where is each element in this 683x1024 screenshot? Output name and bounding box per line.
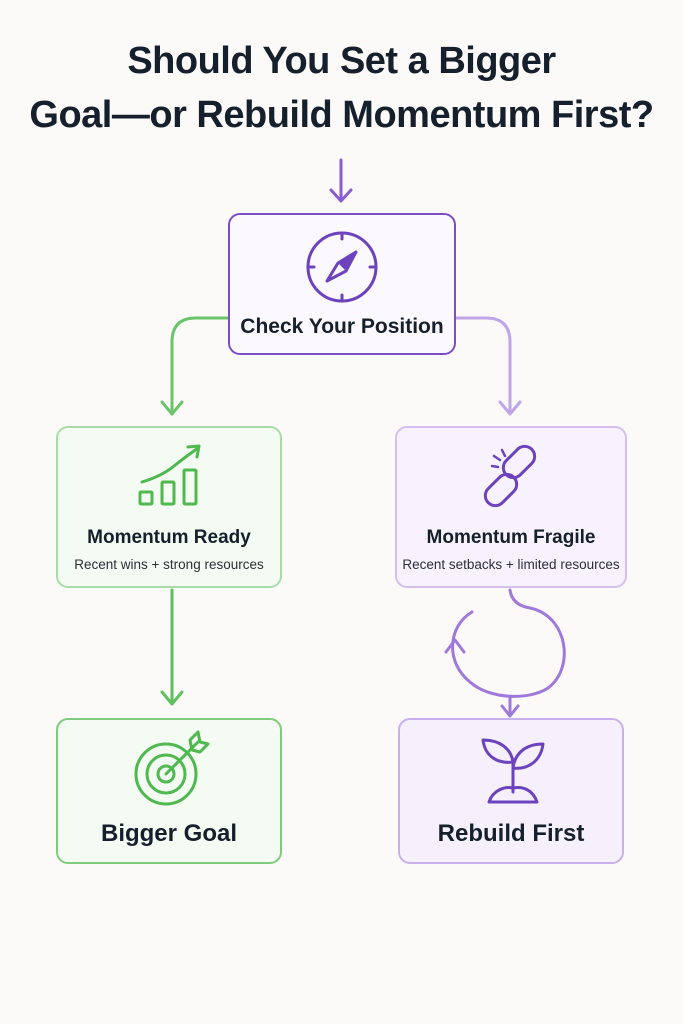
sprout-icon <box>481 738 545 804</box>
loop-arrowhead <box>444 638 466 654</box>
momentum-fragile-node: Momentum Fragile Recent setbacks + limit… <box>395 426 627 588</box>
target-arrow-icon <box>134 730 210 806</box>
arrowhead-to-fragile <box>498 400 522 416</box>
broken-chain-icon <box>483 444 537 508</box>
connector-to-ready <box>170 316 230 414</box>
diagram-title-line1: Should You Set a Bigger <box>127 40 556 82</box>
arrowhead-to-bigger-goal <box>160 690 184 706</box>
loop-connector <box>451 588 566 698</box>
momentum-fragile-label: Momentum Fragile <box>426 527 596 548</box>
rebuild-first-node: Rebuild First <box>398 718 624 864</box>
start-node: Check Your Position <box>228 213 456 355</box>
entry-arrowhead <box>329 188 353 203</box>
arrowhead-to-rebuild <box>500 704 520 718</box>
momentum-fragile-subtitle: Recent setbacks + limited resources <box>402 557 620 572</box>
bigger-goal-label: Bigger Goal <box>100 820 238 847</box>
diagram-title-line2: Goal—or Rebuild Momentum First? <box>29 94 654 136</box>
rebuild-first-label: Rebuild First <box>437 820 585 847</box>
start-node-label: Check Your Position <box>240 315 444 338</box>
momentum-ready-node: Momentum Ready Recent wins + strong reso… <box>56 426 282 588</box>
compass-icon <box>306 231 378 303</box>
growth-chart-icon <box>138 444 201 506</box>
arrowhead-to-ready <box>160 400 184 416</box>
momentum-ready-label: Momentum Ready <box>87 527 251 548</box>
connector-to-fragile <box>454 316 512 414</box>
momentum-ready-subtitle: Recent wins + strong resources <box>74 557 264 572</box>
bigger-goal-node: Bigger Goal <box>56 718 282 864</box>
